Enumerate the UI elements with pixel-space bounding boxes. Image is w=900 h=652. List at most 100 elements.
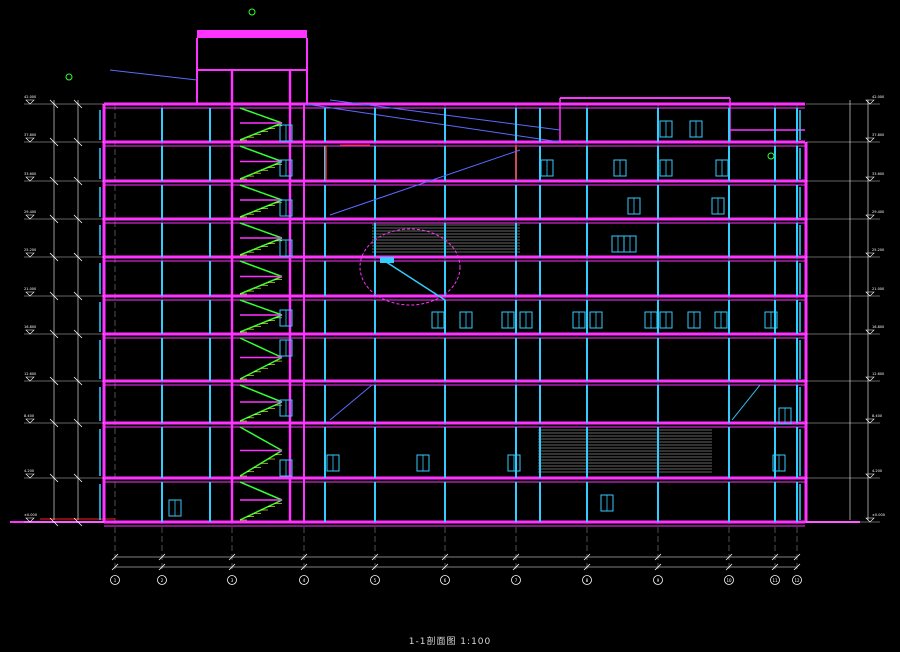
dim-tick [49,329,59,339]
stair-flight [239,260,283,278]
dim-tick [73,99,83,109]
dim-tick [725,553,733,561]
dim-tick [512,563,520,571]
stair-flight [239,299,283,316]
dim-tick [300,563,308,571]
dim-tick [793,553,801,561]
dim-tick [49,376,59,386]
level-label-left: ±0.000 [24,513,37,517]
dim-tick [725,563,733,571]
left-roof-slope [109,69,198,81]
windows [168,120,792,517]
stair-flight [239,337,283,359]
axis-bubble-icon [370,575,380,585]
level-label-left: 8.400 [24,414,34,418]
axis-bubble-label: 7 [515,578,518,583]
dim-tick [300,553,308,561]
elevation-marker-icon [25,99,35,105]
elevation-marker-icon [25,517,35,523]
axis-bubble-label: 9 [657,578,660,583]
level-label-left: 33.600 [24,172,36,176]
axis-bubble-label: 8 [586,578,589,583]
elevation-marker-icon [65,73,73,81]
axis-bubble-label: 4 [303,578,306,583]
dim-tick [583,563,591,571]
level-label-right: 12.600 [872,372,884,376]
dim-tick [111,553,119,561]
axis-bubble-icon [653,575,663,585]
dimension-lines [24,99,880,571]
dim-tick [371,553,379,561]
dim-tick [73,252,83,262]
dim-tick [49,99,59,109]
axis-bubble-label: 5 [374,578,377,583]
dim-tick [111,563,119,571]
axis-bubble-icon [511,575,521,585]
dim-tick [158,563,166,571]
axis-bubble-label: 12 [794,578,800,583]
dim-tick [73,517,83,527]
dim-tick [512,553,520,561]
dim-tick [73,291,83,301]
elevation-marker-icon [865,252,875,258]
dim-tick [158,553,166,561]
elevation-marker-icon [25,376,35,382]
axis-bubble-icon [157,575,167,585]
stair-flight [239,145,283,163]
elevation-marker-icon [25,252,35,258]
dim-tick [49,473,59,483]
dim-tick [771,553,779,561]
dim-tick [228,563,236,571]
elevation-marker-icon [25,137,35,143]
dim-tick [49,291,59,301]
level-label-left: 37.800 [24,133,36,137]
elevation-marker-icon [865,137,875,143]
dim-tick [654,553,662,561]
axis-bubble-icon [299,575,309,585]
elevation-marker-icon [25,329,35,335]
dim-tick [73,137,83,147]
elevation-marker-icon [865,291,875,297]
dim-tick [441,553,449,561]
walls [102,30,808,522]
dim-tick [73,376,83,386]
axis-bubble-icon [724,575,734,585]
diagonal-ramp [329,149,521,216]
elevation-marker-icon [25,473,35,479]
level-label-right: 21.000 [872,287,884,291]
tower-roof [197,30,307,38]
axis-bubble-label: 1 [114,578,117,583]
elevation-marker-icon [25,176,35,182]
dim-tick [771,563,779,571]
dim-tick [793,563,801,571]
level-label-right: 37.800 [872,133,884,137]
elevation-marker-icon [865,99,875,105]
axis-bubble-icon [227,575,237,585]
stair-flight [239,107,283,124]
dim-tick [49,214,59,224]
axis-bubble-label: 11 [772,578,778,583]
drawing-caption: 1-1剖面图 1:100 [408,637,492,647]
escalator-line [379,257,446,301]
axis-bubble-label: 3 [231,578,234,583]
stair-flight [239,222,283,239]
floor-slabs [10,97,860,527]
level-label-left: 4.200 [24,469,34,473]
elevation-marker-icon [865,176,875,182]
dim-tick [441,563,449,571]
elevation-marker-icon [865,214,875,220]
stair-flight [239,184,283,201]
columns [99,108,801,522]
level-label-right: 16.800 [872,325,884,329]
dim-tick [73,214,83,224]
level-label-right: 4.200 [872,469,882,473]
level-label-right: 8.400 [872,414,882,418]
axis-bubble-label: 2 [161,578,164,583]
dim-tick [49,252,59,262]
elevation-marker-icon [767,152,775,160]
level-label-left: 12.600 [24,372,36,376]
